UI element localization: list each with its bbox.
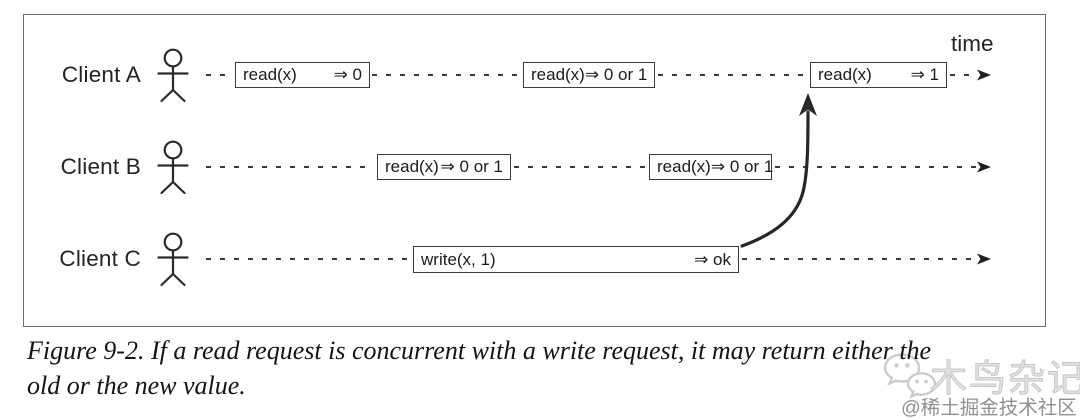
timeline-arrowheads: [977, 69, 991, 265]
operation-box-a-read2: read(x) ⇒ 0 or 1: [523, 62, 655, 88]
person-icon-client-c: [157, 232, 189, 287]
client-c-label: Client C: [59, 246, 141, 271]
result-text: ⇒ 0 or 1: [584, 65, 648, 84]
result-text: ⇒ ok: [694, 249, 731, 269]
watermark-brand: 木鸟杂记: [930, 358, 1080, 400]
operation-box-b-read1: read(x) ⇒ 0 or 1: [377, 154, 511, 180]
result-text: ⇒ 0: [333, 65, 362, 84]
watermark-community: @稀土掘金技术社区: [901, 397, 1077, 419]
operation-text: write(x, 1): [421, 249, 496, 269]
result-text: ⇒ 0 or 1: [440, 157, 503, 176]
operation-text: read(x): [531, 65, 585, 84]
operation-text: read(x): [657, 157, 711, 176]
time-axis-label: time: [951, 31, 994, 56]
operation-box-a-read3: read(x) ⇒ 1: [810, 62, 947, 88]
person-icon-client-b: [157, 140, 189, 195]
operation-text: read(x): [243, 65, 297, 84]
figure-caption-line1: Figure 9-2. If a read request is concurr…: [27, 336, 932, 365]
person-icon-client-a: [157, 48, 189, 103]
result-text: ⇒ 0 or 1: [710, 157, 774, 176]
figure-caption-line2: old or the new value.: [27, 371, 246, 400]
operation-text: read(x): [385, 157, 439, 176]
client-a-label: Client A: [61, 62, 141, 87]
operation-box-a-read1: read(x) ⇒ 0: [235, 62, 370, 88]
client-b-label: Client B: [60, 154, 141, 179]
result-text: ⇒ 1: [910, 65, 939, 84]
operation-text: read(x): [818, 65, 872, 84]
operation-box-c-write: write(x, 1) ⇒ ok: [413, 246, 739, 273]
wechat-icon: [883, 353, 937, 399]
causality-arrow: [740, 93, 817, 248]
operation-box-b-read2: read(x) ⇒ 0 or 1: [649, 154, 774, 180]
